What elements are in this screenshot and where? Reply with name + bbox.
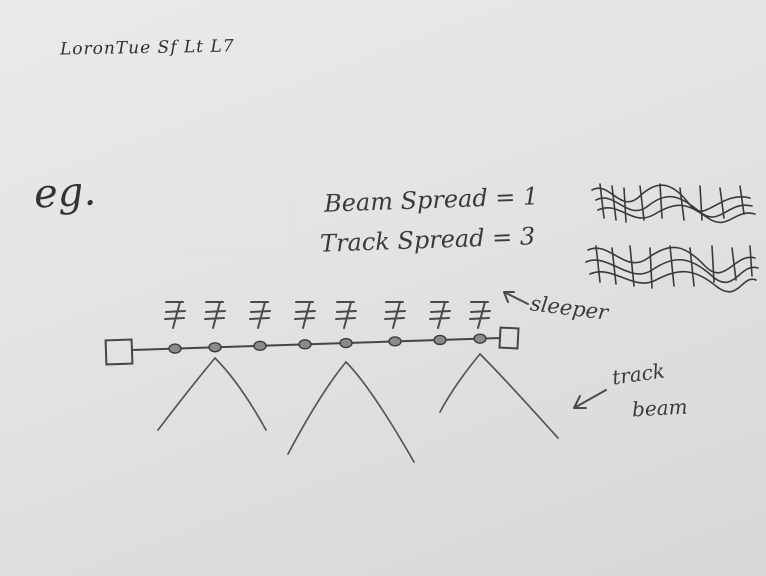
redacted-area [178, 190, 290, 248]
beam-triangle [287, 360, 415, 463]
track-node [208, 342, 222, 353]
beam-triangle [157, 356, 267, 431]
right-end-block [498, 326, 520, 350]
track-node [388, 336, 402, 347]
track-node [298, 339, 312, 350]
track-node [253, 340, 267, 352]
track-node [433, 334, 447, 346]
track-node [168, 343, 182, 354]
track-node [339, 337, 353, 349]
sleeper-mark [294, 301, 316, 329]
arrow-to-sleeper [503, 291, 529, 305]
arrow-to-beam [573, 389, 607, 409]
scribble-line-1 [591, 183, 756, 224]
sleeper-mark [249, 301, 271, 329]
track-node [473, 333, 487, 344]
sleeper-mark [335, 301, 357, 329]
sleeper-mark [204, 301, 226, 329]
sleeper-mark [429, 301, 451, 329]
sleeper-mark [164, 301, 186, 329]
left-end-block [104, 338, 134, 366]
beam-triangle [439, 352, 559, 439]
sleeper-mark [384, 301, 406, 329]
scribble-line-2 [585, 245, 759, 293]
sleeper-mark [469, 301, 491, 329]
beam-label: beam [631, 394, 689, 422]
